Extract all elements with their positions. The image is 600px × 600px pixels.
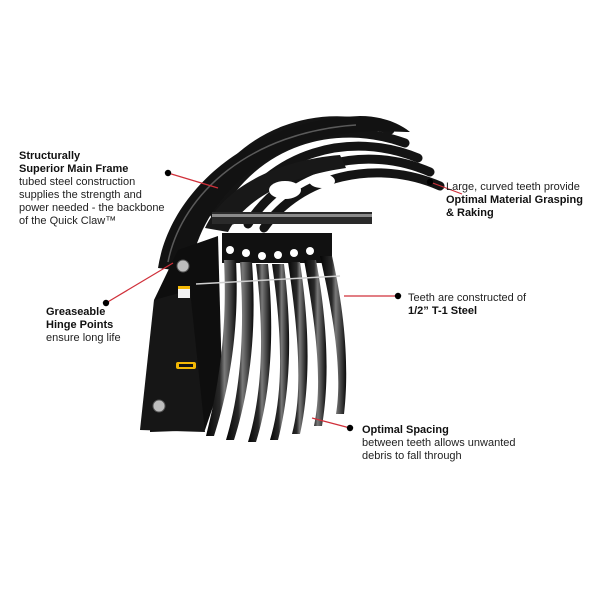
callout-steel-teeth: Teeth are constructed of 1/2” T-1 Steel xyxy=(408,292,588,318)
callout-optimal-spacing: Optimal Spacing between teeth allows unw… xyxy=(362,424,562,463)
cross-tube xyxy=(212,212,372,224)
callout-hinge-body-1: ensure long life xyxy=(46,332,121,344)
callout-curved-teeth-3: & Raking xyxy=(446,207,494,219)
leader-dots xyxy=(102,169,434,432)
callout-frame-body-1: tubed steel construction xyxy=(19,176,136,188)
cross-tube-shine xyxy=(212,214,372,217)
warning-decal-stripe xyxy=(178,286,190,289)
main-frame-highlight xyxy=(167,124,357,263)
frame-cutout xyxy=(309,174,335,188)
callout-hinge-points: Greaseable Hinge Points ensure long life xyxy=(46,306,166,345)
mount-plate xyxy=(140,290,205,432)
hinge-bolt xyxy=(152,399,166,413)
callout-curved-teeth: Large, curved teeth provide Optimal Mate… xyxy=(446,181,596,220)
tooth-holes xyxy=(226,246,314,260)
callout-spacing-title: Optimal Spacing xyxy=(362,424,449,436)
callout-frame-body-3: power needed - the backbone xyxy=(19,202,165,214)
tie-bar xyxy=(195,275,341,285)
callout-spacing-body-2: debris to fall through xyxy=(362,450,462,462)
callout-main-frame: Structurally Superior Main Frame tubed s… xyxy=(19,150,179,228)
brand-logo-text xyxy=(179,364,193,367)
callout-frame-body-4: of the Quick Claw™ xyxy=(19,215,117,227)
frame-cutout xyxy=(269,181,301,199)
callout-frame-title-2: Superior Main Frame xyxy=(19,163,129,175)
callout-spacing-body-1: between teeth allows unwanted xyxy=(362,437,516,449)
callout-curved-teeth-1: Large, curved teeth provide xyxy=(446,181,580,193)
leader-teeth-curve xyxy=(429,181,463,195)
callout-curved-teeth-2: Optimal Material Grasping xyxy=(446,194,583,206)
hinge-bolt xyxy=(176,259,190,273)
rake-teeth xyxy=(206,256,347,442)
leader-lines xyxy=(105,172,463,429)
callout-hinge-title-1: Greaseable xyxy=(46,306,106,318)
callout-steel-1: Teeth are constructed of xyxy=(408,292,527,304)
callout-hinge-title-2: Hinge Points xyxy=(46,319,114,331)
callout-frame-body-2: supplies the strength and xyxy=(19,189,142,201)
callout-steel-2: 1/2” T-1 Steel xyxy=(408,305,478,317)
callout-frame-title-1: Structurally xyxy=(19,150,81,162)
